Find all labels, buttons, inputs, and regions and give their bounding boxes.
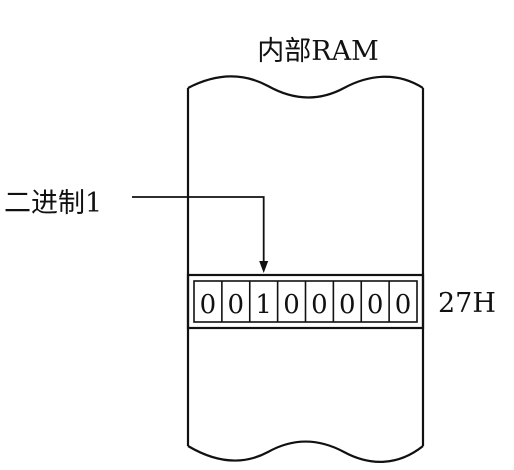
memory-byte-row-frame [186,273,425,330]
bit-cell-2: 1 [255,290,272,320]
pointer-arrowhead [259,261,269,273]
address-label: 27H [438,288,496,319]
bit-cell-0: 0 [200,290,217,320]
bit-cell-4: 0 [311,290,328,320]
diagram-title: 内部RAM [257,36,378,67]
bit-cell-3: 0 [283,290,300,320]
bit-cell-7: 0 [395,290,412,320]
pointer-label: 二进制1 [4,188,102,219]
pointer-leader-line [132,196,265,263]
bit-cell-1: 0 [228,290,245,320]
bit-cell-5: 0 [339,290,356,320]
ram-block-top-edge [187,75,424,99]
ram-block-bottom-edge [187,440,424,463]
bit-cell-6: 0 [367,290,384,320]
